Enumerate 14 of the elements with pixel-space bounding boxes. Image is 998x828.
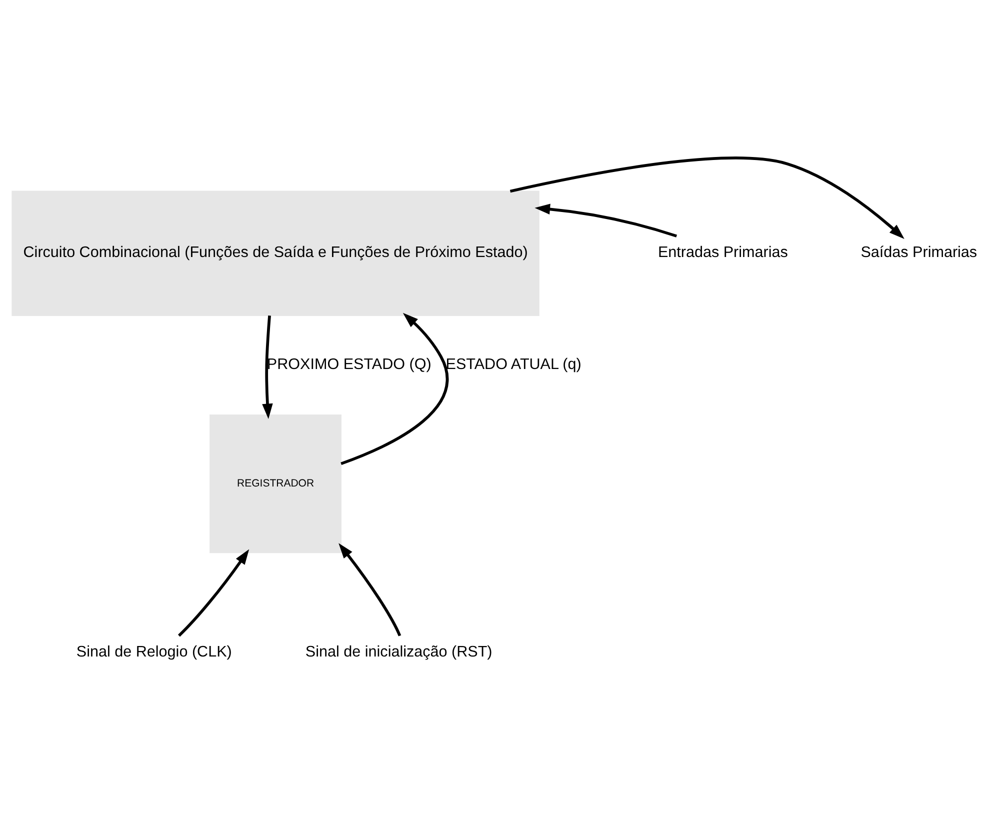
node-text: Entradas Primarias [658,244,788,262]
arrow [340,312,449,466]
arrow [338,543,402,636]
node-text: Saídas Primarias [860,244,978,262]
arrow [178,549,250,637]
arrow [534,204,678,238]
arrow [510,156,904,239]
edge-label: PROXIMO ESTADO (Q) [266,356,432,373]
node-box: Circuito Combinacional (Funções de Saída e Funções de Próximo Estado) [12,190,540,316]
edge-label: ESTADO ATUAL (q) [446,356,582,373]
arrow [262,316,273,420]
node-text: Sinal de Relogio (CLK) [76,644,232,661]
node-box: REGISTRADOR [210,414,342,554]
node-text: Sinal de inicialização (RST) [305,644,492,661]
